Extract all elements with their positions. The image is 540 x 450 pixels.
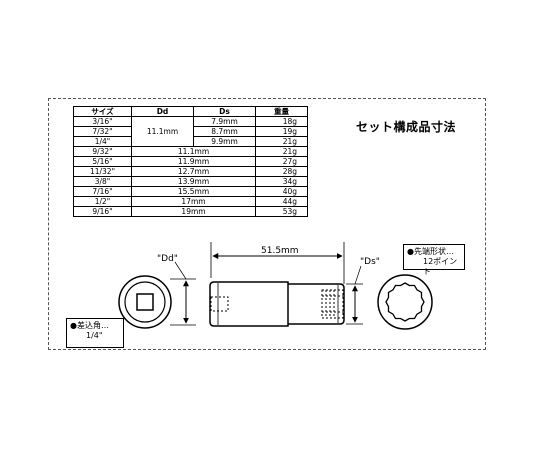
drive-size-note: ●差込角… 1/4" <box>66 318 124 348</box>
dd-label: "Dd" <box>157 254 178 264</box>
diagram-frame <box>48 98 486 350</box>
drive-end-view <box>118 275 172 329</box>
tip-shape-note: ●先端形状… 12ポイント <box>403 244 465 276</box>
drive-size-note-value: 1/4" <box>86 331 103 340</box>
twelve-point-end-view <box>377 274 433 330</box>
socket-side-view <box>209 281 345 327</box>
dd-dimension: "Dd" <box>157 254 196 326</box>
length-label: 51.5mm <box>261 246 299 256</box>
square-drive-icon <box>136 293 154 311</box>
spec-table: サイズ Dd Ds 重量 3/16" 11.1mm 7.9mm 18g 7/32… <box>73 106 308 217</box>
ds-label: "Ds" <box>360 257 380 267</box>
weight-cell: 53g <box>255 206 308 217</box>
tip-shape-note-label: ●先端形状… <box>407 247 454 256</box>
drive-size-note-label: ●差込角… <box>70 321 109 330</box>
diagram-title: セット構成品寸法 <box>356 120 457 134</box>
ds-dimension: "Ds" <box>346 257 380 325</box>
table-row: 9/16" 19mm 53g <box>73 206 308 217</box>
twelve-point-icon <box>385 282 425 322</box>
tip-shape-note-value: 12ポイント <box>423 257 458 276</box>
length-dimension: 51.5mm <box>210 242 345 284</box>
